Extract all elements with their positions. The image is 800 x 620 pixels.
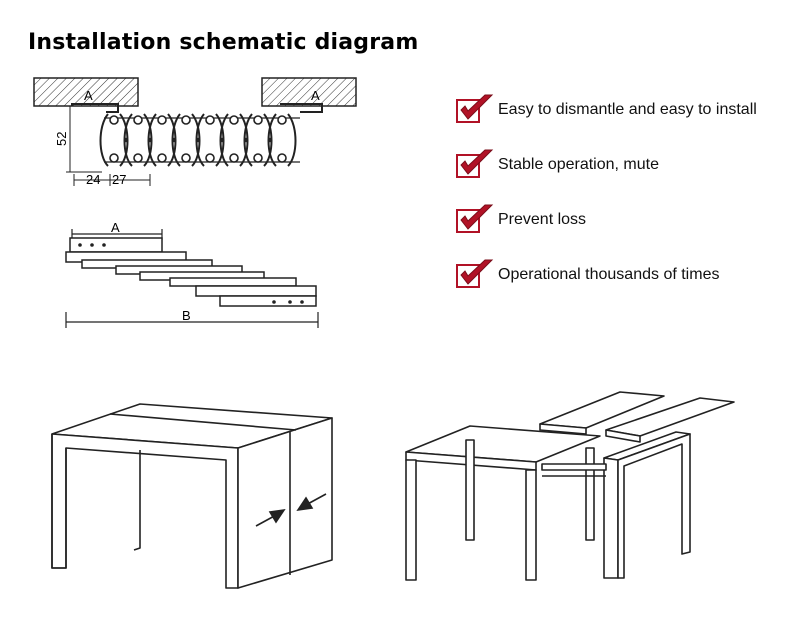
feature-label: Operational thousands of times <box>498 266 720 283</box>
page-title: Installation schematic diagram <box>28 30 419 55</box>
feature-item: Easy to dismantle and easy to install <box>455 92 790 147</box>
red-checkmark-icon <box>456 204 494 233</box>
height-dimension: 52 <box>54 132 69 146</box>
red-checkmark-icon <box>456 259 494 288</box>
closed-length-label: A <box>111 220 120 235</box>
rail-label-left: A <box>84 88 93 103</box>
extended-length-label: B <box>182 308 191 323</box>
right-mounting-board <box>261 77 357 107</box>
feature-item: Operational thousands of times <box>455 257 790 312</box>
feature-item: Stable operation, mute <box>455 147 790 202</box>
feature-label: Easy to dismantle and easy to install <box>498 101 757 118</box>
rail-label-right: A <box>311 88 320 103</box>
width-dimension-2: 27 <box>112 172 126 187</box>
red-checkmark-icon <box>456 149 494 178</box>
feature-list: Easy to dismantle and easy to install St… <box>455 92 790 312</box>
width-dimension-1: 24 <box>86 172 100 187</box>
feature-item: Prevent loss <box>455 202 790 257</box>
feature-label: Stable operation, mute <box>498 156 659 173</box>
red-checkmark-icon <box>456 94 494 123</box>
left-mounting-board <box>33 77 139 107</box>
feature-label: Prevent loss <box>498 211 587 228</box>
